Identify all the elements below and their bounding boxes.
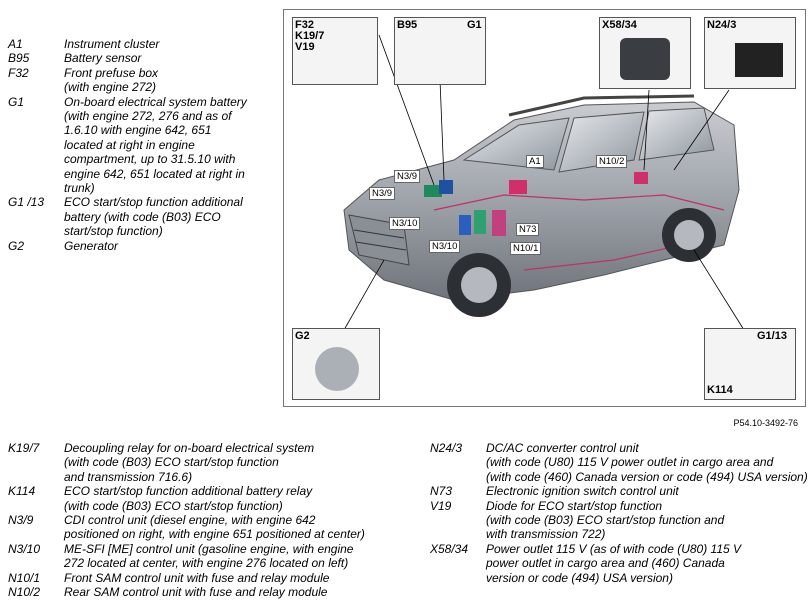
legend-description: Decoupling relay for on-board electrical… xyxy=(64,441,315,484)
legend-row: G2 Generator xyxy=(8,239,270,253)
legend-code: N3/9 xyxy=(8,513,34,528)
figure-id: P54.10-3492-76 xyxy=(733,418,798,428)
legend-description: Front SAM control unit with fuse and rel… xyxy=(64,570,330,585)
legend-description: ECO start/stop function additional batte… xyxy=(64,484,313,513)
vehicle-diagram: F32 K19/7 V19 B95 G1 X58/34 N24/3 G2 G1/… xyxy=(283,9,806,407)
legend-description: On-board electrical system battery (with… xyxy=(64,94,247,196)
inset-x58-label: X58/34 xyxy=(602,19,637,31)
inset-g2-label: G2 xyxy=(295,330,310,342)
legend-description: CDI control unit (diesel engine, with en… xyxy=(64,513,365,542)
callout-a1: A1 xyxy=(526,155,544,168)
inset-n24: N24/3 xyxy=(704,17,796,89)
inset-g1-label: G1 xyxy=(467,19,482,31)
callout-n310-lower: N3/10 xyxy=(429,240,461,253)
legend-code: N10/2 xyxy=(8,585,41,600)
legend-code: F32 xyxy=(8,65,29,80)
legend-description: Rear SAM control unit with fuse and rela… xyxy=(64,585,328,600)
legend-row: V19 Diode for ECO start/stop function (wi… xyxy=(430,499,810,542)
legend-code: N3/10 xyxy=(8,541,41,556)
inset-x58: X58/34 xyxy=(599,17,691,89)
legend-code: G2 xyxy=(8,238,25,253)
legend-description: Front prefuse box (with engine 272) xyxy=(64,65,159,95)
legend-code: N10/1 xyxy=(8,570,41,585)
legend-row: N10/1 Front SAM control unit with fuse an… xyxy=(8,571,418,585)
legend-description: ME-SFI [ME] control unit (gasoline engin… xyxy=(64,541,354,571)
legend-bottom-left: K19/7 Decoupling relay for on-board elect… xyxy=(8,441,418,599)
legend-code: N73 xyxy=(430,484,453,499)
legend-code: A1 xyxy=(8,37,23,51)
legend-description: Instrument cluster xyxy=(64,37,160,51)
legend-row: B95 Battery sensor xyxy=(8,51,270,65)
legend-code: N24/3 xyxy=(430,441,463,455)
legend-row: N10/2 Rear SAM control unit with fuse and… xyxy=(8,585,418,599)
inset-f32: F32 K19/7 V19 xyxy=(292,17,378,85)
legend-row: X58/34 Power outlet 115 V (as of with cod… xyxy=(430,542,810,585)
legend-row: K114 ECO start/stop function additional b… xyxy=(8,484,418,513)
callout-n39-upper: N3/9 xyxy=(394,170,421,183)
inset-f32-label: F32 K19/7 V19 xyxy=(295,19,325,53)
legend-row: A1 Instrument cluster xyxy=(8,37,270,51)
legend-row: K19/7 Decoupling relay for on-board elect… xyxy=(8,441,418,484)
legend-code: V19 xyxy=(430,498,452,513)
inset-b95: B95 G1 xyxy=(394,17,486,85)
legend-row: N24/3 DC/AC converter control unit (with … xyxy=(430,441,810,484)
legend-description: Battery sensor xyxy=(64,51,142,66)
legend-row: F32 Front prefuse box (with engine 272) xyxy=(8,66,270,95)
inset-k114-label: K114 xyxy=(707,384,733,396)
inset-g113-k114: G1/13 K114 xyxy=(704,328,796,400)
legend-description: DC/AC converter control unit (with code … xyxy=(486,441,808,484)
legend-description: Power outlet 115 V (as of with code (U80… xyxy=(486,541,742,585)
legend-code: B95 xyxy=(8,51,30,66)
inset-g2: G2 xyxy=(292,328,380,400)
legend-description: Generator xyxy=(64,238,119,253)
legend-code: G1 /13 xyxy=(8,195,45,210)
callout-n39-lower: N3/9 xyxy=(369,187,396,200)
callout-n310-upper: N3/10 xyxy=(389,217,421,230)
inset-g113-label: G1/13 xyxy=(757,330,787,342)
legend-row: G1 /13 ECO start/stop function additional… xyxy=(8,195,270,238)
legend-code: K19/7 xyxy=(8,441,40,455)
legend-row: N3/9 CDI control unit (diesel engine, wit… xyxy=(8,513,418,542)
legend-bottom-right: N24/3 DC/AC converter control unit (with … xyxy=(430,441,810,585)
callout-n73: N73 xyxy=(516,223,540,236)
callout-n101: N10/1 xyxy=(510,242,542,255)
legend-row: N3/10 ME-SFI [ME] control unit (gasoline … xyxy=(8,542,418,571)
legend-row: G1 On-board electrical system battery (wi… xyxy=(8,95,270,196)
inset-b95-label: B95 xyxy=(397,19,418,31)
legend-code: K114 xyxy=(8,484,36,499)
legend-description: Diode for ECO start/stop function (with … xyxy=(486,498,725,542)
legend-description: ECO start/stop function additional batte… xyxy=(64,195,243,239)
legend-row: N73 Electronic ignition switch control un… xyxy=(430,484,810,498)
legend-code: X58/34 xyxy=(430,541,469,556)
legend-description: Electronic ignition switch control unit xyxy=(486,484,679,499)
callout-n102: N10/2 xyxy=(596,155,628,168)
legend-code: G1 xyxy=(8,94,25,109)
inset-n24-label: N24/3 xyxy=(707,19,737,31)
